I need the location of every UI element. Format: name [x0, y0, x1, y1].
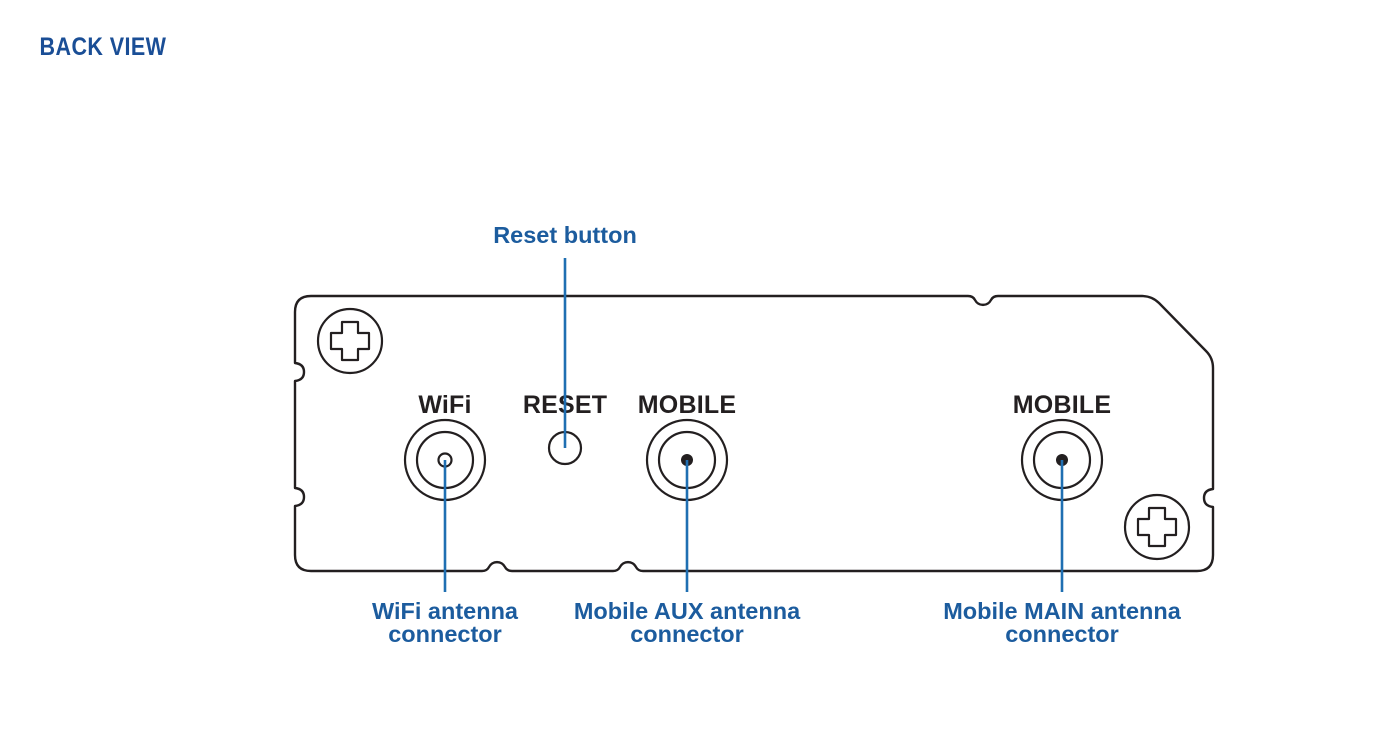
port-label-mobile-main: MOBILE [1013, 391, 1111, 419]
callout-wifi-antenna-connector-line2: connector [388, 621, 502, 647]
screw-bottom-right [1123, 493, 1191, 561]
callout-mobile-aux-antenna-connector-line2: connector [630, 621, 744, 647]
port-label-mobile-aux: MOBILE [638, 391, 736, 419]
callout-wifi-antenna-connector-line1: WiFi antenna [372, 598, 519, 624]
port-label-wifi: WiFi [418, 391, 471, 419]
callout-wifi-antenna-connector: WiFi antenna connector [372, 598, 519, 647]
callout-mobile-aux-antenna-connector-line1: Mobile AUX antenna [574, 598, 801, 624]
page-title: BACK VIEW [40, 32, 167, 60]
phillips-cross-icon [329, 320, 371, 362]
callout-mobile-main-antenna-connector: Mobile MAIN antenna connector [943, 598, 1182, 647]
callout-mobile-main-antenna-connector-line2: connector [1005, 621, 1119, 647]
phillips-cross-icon [1136, 506, 1178, 548]
callout-mobile-aux-antenna-connector: Mobile AUX antenna connector [574, 598, 801, 647]
callout-reset-button: Reset button [493, 222, 637, 248]
callout-mobile-main-antenna-connector-line1: Mobile MAIN antenna [943, 598, 1182, 624]
screw-top-left [316, 307, 384, 375]
device-outline [293, 294, 1215, 573]
